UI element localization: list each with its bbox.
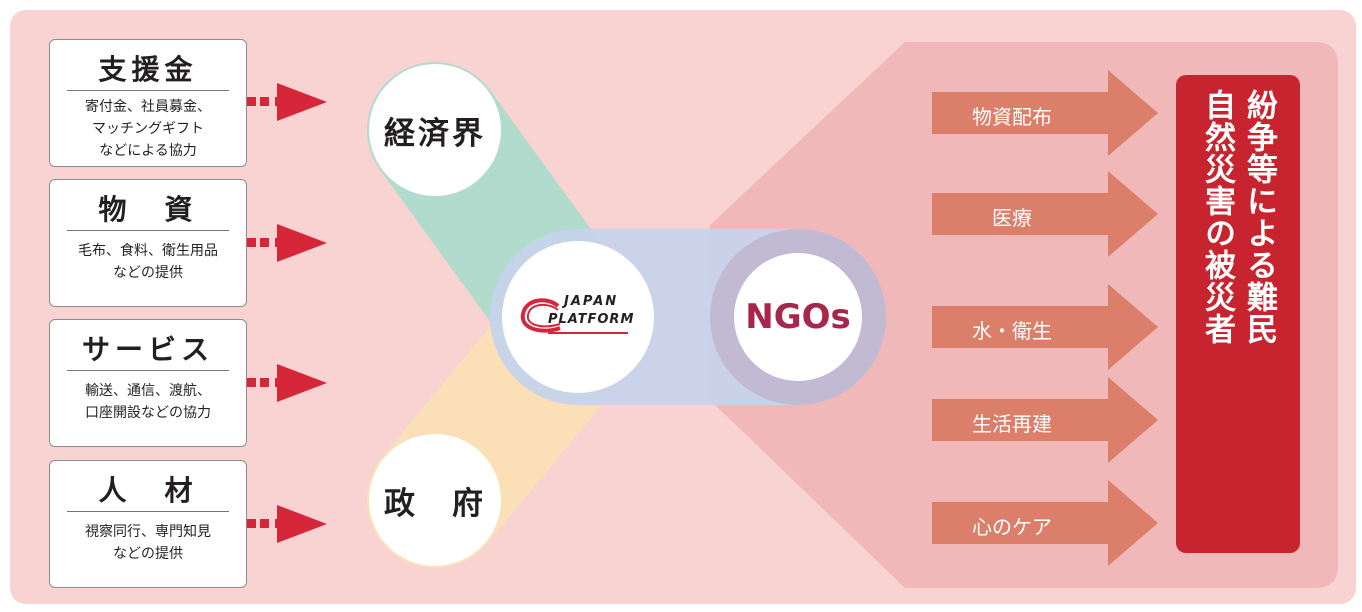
government-circle: 政 府: [369, 434, 501, 566]
dotted-arrow-icon: [247, 224, 327, 262]
activity-label: 心のケア: [972, 515, 1052, 539]
source-description: 輸送、通信、渡航、 口座開設などの協力: [85, 383, 211, 421]
ngo-label: NGOs: [745, 297, 851, 337]
activity-label: 物資配布: [972, 105, 1052, 129]
ngo-circle: NGOs: [734, 253, 862, 381]
logo-underline: [548, 332, 628, 334]
source-description: 毛布、食料、衛生用品 などの提供: [78, 243, 218, 281]
dotted-arrow-icon: [247, 83, 327, 121]
dotted-arrow-icon: [247, 505, 327, 543]
logo-text-platform: PLATFORM: [548, 312, 635, 327]
beneficiaries-line-2: 紛争等による難民: [1241, 89, 1277, 345]
beneficiaries-box: 自然災害の被災者 紛争等による難民: [1176, 75, 1300, 553]
divider: [67, 511, 229, 512]
business-circle: 経済界: [369, 64, 501, 196]
source-box-funds: 支援金 寄付金、社員募金、 マッチングギフト などによる協力: [49, 39, 247, 167]
activity-label: 生活再建: [972, 412, 1052, 436]
dotted-arrow-icon: [247, 364, 327, 402]
activity-label: 水・衛生: [972, 319, 1052, 343]
source-box-goods: 物 資 毛布、食料、衛生用品 などの提供: [49, 179, 247, 307]
source-title: 人 材: [98, 474, 198, 507]
beneficiaries-line-1: 自然災害の被災者: [1199, 89, 1235, 345]
source-box-personnel: 人 材 視察同行、専門知見 などの提供: [49, 460, 247, 588]
divider: [67, 90, 229, 91]
source-description: 視察同行、専門知見 などの提供: [85, 524, 211, 562]
source-title: サービス: [81, 333, 214, 366]
japan-platform-logo: JAPAN PLATFORM: [518, 292, 638, 342]
platform-swoosh-icon: [520, 298, 561, 333]
source-description: 寄付金、社員募金、 マッチングギフト などによる協力: [85, 99, 211, 159]
source-box-services: サービス 輸送、通信、渡航、 口座開設などの協力: [49, 319, 247, 447]
source-title: 支援金: [98, 53, 198, 86]
business-label: 経済界: [384, 115, 486, 152]
logo-text-japan: JAPAN: [564, 294, 619, 309]
divider: [67, 230, 229, 231]
divider: [67, 370, 229, 371]
activity-label: 医療: [992, 206, 1032, 230]
japan-platform-circle: JAPAN PLATFORM: [502, 241, 654, 393]
activity-arrows: [932, 70, 1158, 566]
source-title: 物 資: [98, 193, 198, 226]
government-label: 政 府: [384, 485, 486, 522]
